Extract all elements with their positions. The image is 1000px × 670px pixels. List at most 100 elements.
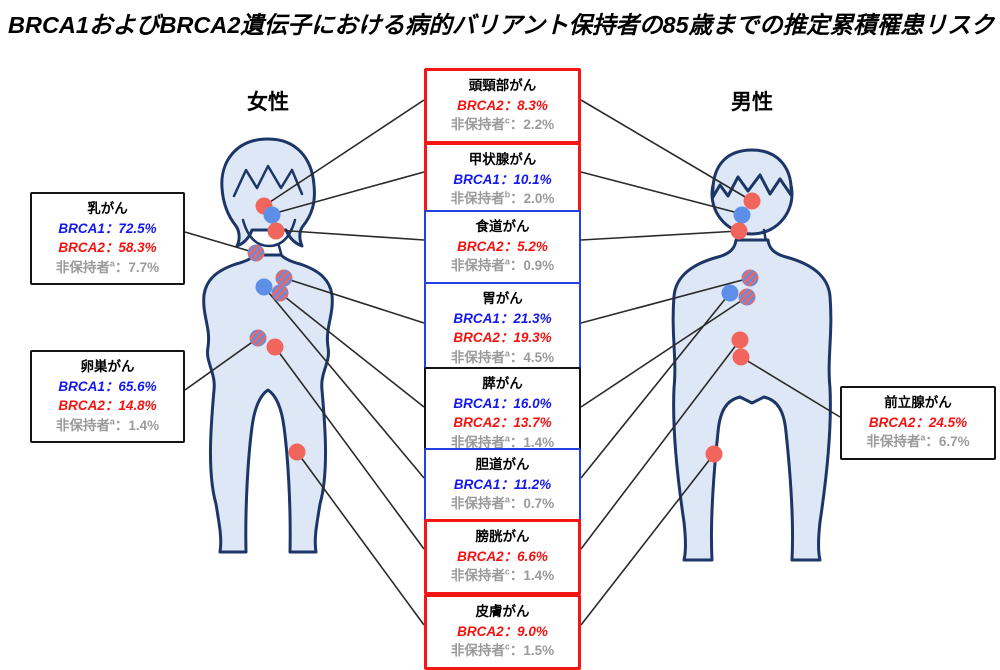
gene-label: BRCA2 bbox=[457, 548, 504, 564]
risk-value: ：1.4% bbox=[509, 434, 555, 450]
cancer-name: 膵がん bbox=[482, 376, 523, 391]
noncarrier-label: 非保持者 bbox=[450, 258, 505, 274]
footnote-sup: c bbox=[504, 641, 510, 652]
risk-value: ：11.2% bbox=[500, 476, 552, 492]
risk-row-brca2: BRCA2：14.8% bbox=[35, 396, 180, 416]
risk-value: ：72.5% bbox=[104, 220, 157, 236]
male-figure bbox=[671, 148, 833, 562]
risk-value: ：2.0% bbox=[510, 191, 555, 207]
risk-row-brca2: BRCA2：8.3% bbox=[430, 96, 575, 116]
risk-row-noncarrier: 非保持者a：1.4% bbox=[35, 416, 180, 436]
risk-row-noncarrier: 非保持者b：2.0% bbox=[430, 189, 575, 209]
risk-row-noncarrier: 非保持者c：2.2% bbox=[430, 115, 575, 135]
risk-value: ：1.4% bbox=[509, 568, 555, 584]
risk-value: ：6.7% bbox=[925, 434, 970, 450]
female-face-chin bbox=[241, 218, 297, 248]
risk-row-brca2: BRCA2：13.7% bbox=[429, 413, 576, 433]
footnote-sup: a bbox=[920, 432, 926, 443]
line-female-biliary bbox=[263, 286, 425, 479]
cancer-name: 乳がん bbox=[87, 201, 128, 216]
cancer-name: 頭頸部がん bbox=[468, 78, 537, 93]
risk-value: ：21.3% bbox=[499, 310, 552, 326]
footnote-sup: a bbox=[109, 416, 115, 427]
dot-male-thyroid bbox=[733, 206, 751, 224]
dot-male-pancreas bbox=[738, 288, 756, 306]
noncarrier-label: 非保持者 bbox=[866, 434, 921, 450]
gene-label: BRCA1 bbox=[453, 476, 501, 492]
line-male-thyroid bbox=[580, 171, 743, 215]
dot-female-skin bbox=[288, 443, 306, 461]
cancer-box-skin: 皮膚がん BRCA2：9.0% 非保持者c：1.5% bbox=[424, 594, 581, 670]
female-hair-fringe bbox=[232, 164, 304, 198]
connector-lines bbox=[184, 99, 841, 626]
noncarrier-label: 非保持者 bbox=[450, 349, 505, 365]
risk-row-noncarrier: 非保持者a：4.5% bbox=[429, 348, 576, 368]
risk-row-noncarrier: 非保持者c：1.5% bbox=[430, 641, 575, 661]
cancer-name: 皮膚がん bbox=[475, 604, 530, 619]
risk-value: ：10.1% bbox=[499, 171, 552, 187]
risk-value: ：1.5% bbox=[509, 643, 555, 659]
risk-value: ：24.5% bbox=[915, 414, 968, 430]
footnote-sup: a bbox=[504, 433, 510, 444]
footnote-sup: a bbox=[504, 348, 510, 359]
risk-row-brca2: BRCA2：6.6% bbox=[430, 547, 575, 567]
noncarrier-label: 非保持者 bbox=[450, 434, 505, 450]
risk-value: ：1.4% bbox=[114, 417, 160, 433]
line-female-bladder bbox=[274, 346, 425, 550]
line-female-skin bbox=[296, 451, 425, 626]
footnote-sup: a bbox=[504, 494, 510, 505]
dot-female-stomach bbox=[275, 269, 293, 287]
noncarrier-label: 非保持者 bbox=[55, 259, 110, 275]
gene-label: BRCA2 bbox=[453, 415, 500, 431]
line-male-biliary bbox=[580, 292, 731, 479]
male-hair bbox=[711, 148, 793, 199]
risk-value: ：13.7% bbox=[499, 415, 552, 431]
cancer-box-bladder: 膀胱がん BRCA2：6.6% 非保持者c：1.4% bbox=[424, 519, 581, 595]
risk-row-brca1: BRCA1：16.0% bbox=[429, 394, 576, 414]
dot-male-prostate bbox=[732, 348, 750, 366]
cancer-name: 卵巣がん bbox=[80, 359, 135, 374]
risk-value: ：65.6% bbox=[104, 378, 157, 394]
cancer-name: 胆道がん bbox=[475, 457, 530, 472]
female-figure-label: 女性 bbox=[247, 91, 289, 114]
risk-row-noncarrier: 非保持者a：0.7% bbox=[429, 494, 576, 514]
gene-label: BRCA2 bbox=[58, 398, 105, 414]
line-female-thyroid bbox=[271, 171, 425, 215]
risk-row-noncarrier: 非保持者a：0.9% bbox=[429, 256, 576, 276]
gene-label: BRCA2 bbox=[457, 238, 504, 254]
noncarrier-label: 非保持者 bbox=[450, 568, 505, 584]
dot-male-bladder bbox=[731, 331, 749, 349]
risk-value: ：0.9% bbox=[509, 258, 555, 274]
gene-label: BRCA2 bbox=[868, 414, 916, 430]
risk-value: ：58.3% bbox=[104, 240, 157, 256]
cancer-box-esophagus: 食道がん BRCA2：5.2% 非保持者a：0.9% bbox=[424, 210, 581, 284]
line-female-stomach bbox=[283, 277, 425, 324]
risk-value: ：7.7% bbox=[114, 259, 160, 275]
cancer-name: 甲状腺がん bbox=[468, 152, 537, 167]
cancer-box-prostate: 前立腺がん BRCA2：24.5% 非保持者a：6.7% bbox=[840, 386, 996, 460]
cancer-box-ovary: 卵巣がん BRCA1：65.6% BRCA2：14.8% 非保持者a：1.4% bbox=[30, 350, 185, 444]
line-male-esophagus bbox=[580, 230, 740, 241]
dot-female-thyroid bbox=[263, 206, 281, 224]
risk-value: ：14.8% bbox=[104, 398, 157, 414]
footnote-sup: c bbox=[504, 115, 510, 126]
risk-row-brca1: BRCA1：21.3% bbox=[429, 309, 576, 329]
dot-male-stomach bbox=[741, 269, 759, 287]
footnote-sup: b bbox=[504, 189, 511, 200]
risk-row-brca1: BRCA1：72.5% bbox=[35, 219, 180, 239]
gene-label: BRCA1 bbox=[58, 220, 105, 236]
risk-row-brca2: BRCA2：19.3% bbox=[429, 328, 576, 348]
cancer-box-breast: 乳がん BRCA1：72.5% BRCA2：58.3% 非保持者a：7.7% bbox=[30, 192, 185, 286]
risk-row-brca1: BRCA1：65.6% bbox=[35, 377, 180, 397]
risk-row-brca1: BRCA1：11.2% bbox=[429, 475, 576, 495]
noncarrier-label: 非保持者 bbox=[450, 643, 505, 659]
risk-value: ：0.7% bbox=[509, 496, 555, 512]
cancer-name: 食道がん bbox=[475, 219, 530, 234]
gene-label: BRCA1 bbox=[58, 378, 105, 394]
female-body bbox=[202, 253, 334, 554]
dot-female-breast bbox=[247, 244, 265, 262]
footnote-sup: c bbox=[504, 566, 510, 577]
line-male-skin bbox=[580, 453, 715, 626]
dot-male-esophagus bbox=[730, 222, 748, 240]
noncarrier-label: 非保持者 bbox=[450, 117, 505, 133]
